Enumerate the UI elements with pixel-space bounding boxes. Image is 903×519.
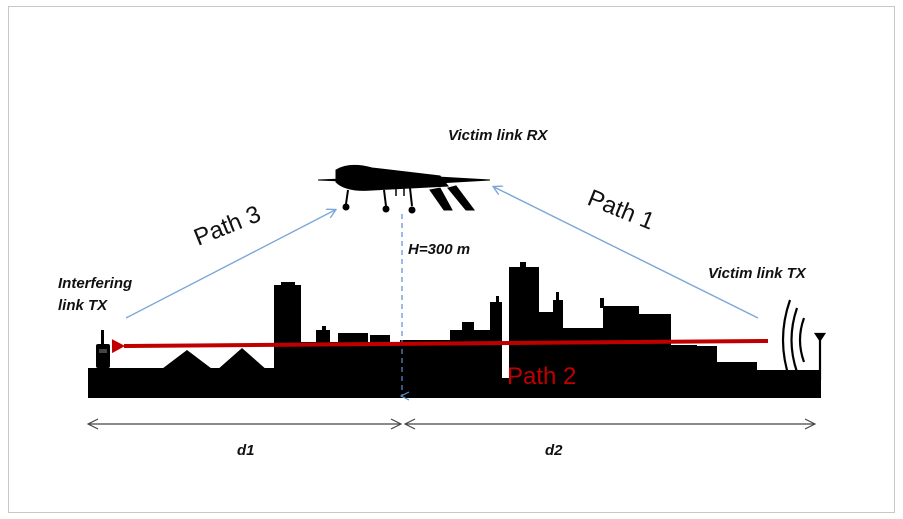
path2-label: Path 2 <box>507 363 576 390</box>
d1-label: d1 <box>237 442 255 459</box>
interfering-tx-label-line1: Interfering <box>58 275 132 292</box>
city-skyline <box>88 262 821 398</box>
path1-line <box>494 187 759 319</box>
victim-rx-label: Victim link RX <box>448 127 548 144</box>
height-label: H=300 m <box>408 241 470 258</box>
d2-label: d2 <box>545 442 563 459</box>
victim-tx-label: Victim link TX <box>708 265 807 282</box>
uav-drone-icon <box>317 164 491 214</box>
path2-line <box>111 339 769 354</box>
interfering-tx-label-line2: link TX <box>58 297 108 314</box>
path3-line <box>125 210 335 319</box>
walkie-talkie-icon <box>96 330 110 368</box>
path3-label: Path 3 <box>190 201 264 252</box>
antenna-tower-icon <box>781 299 827 381</box>
path1-label: Path 1 <box>584 185 658 236</box>
